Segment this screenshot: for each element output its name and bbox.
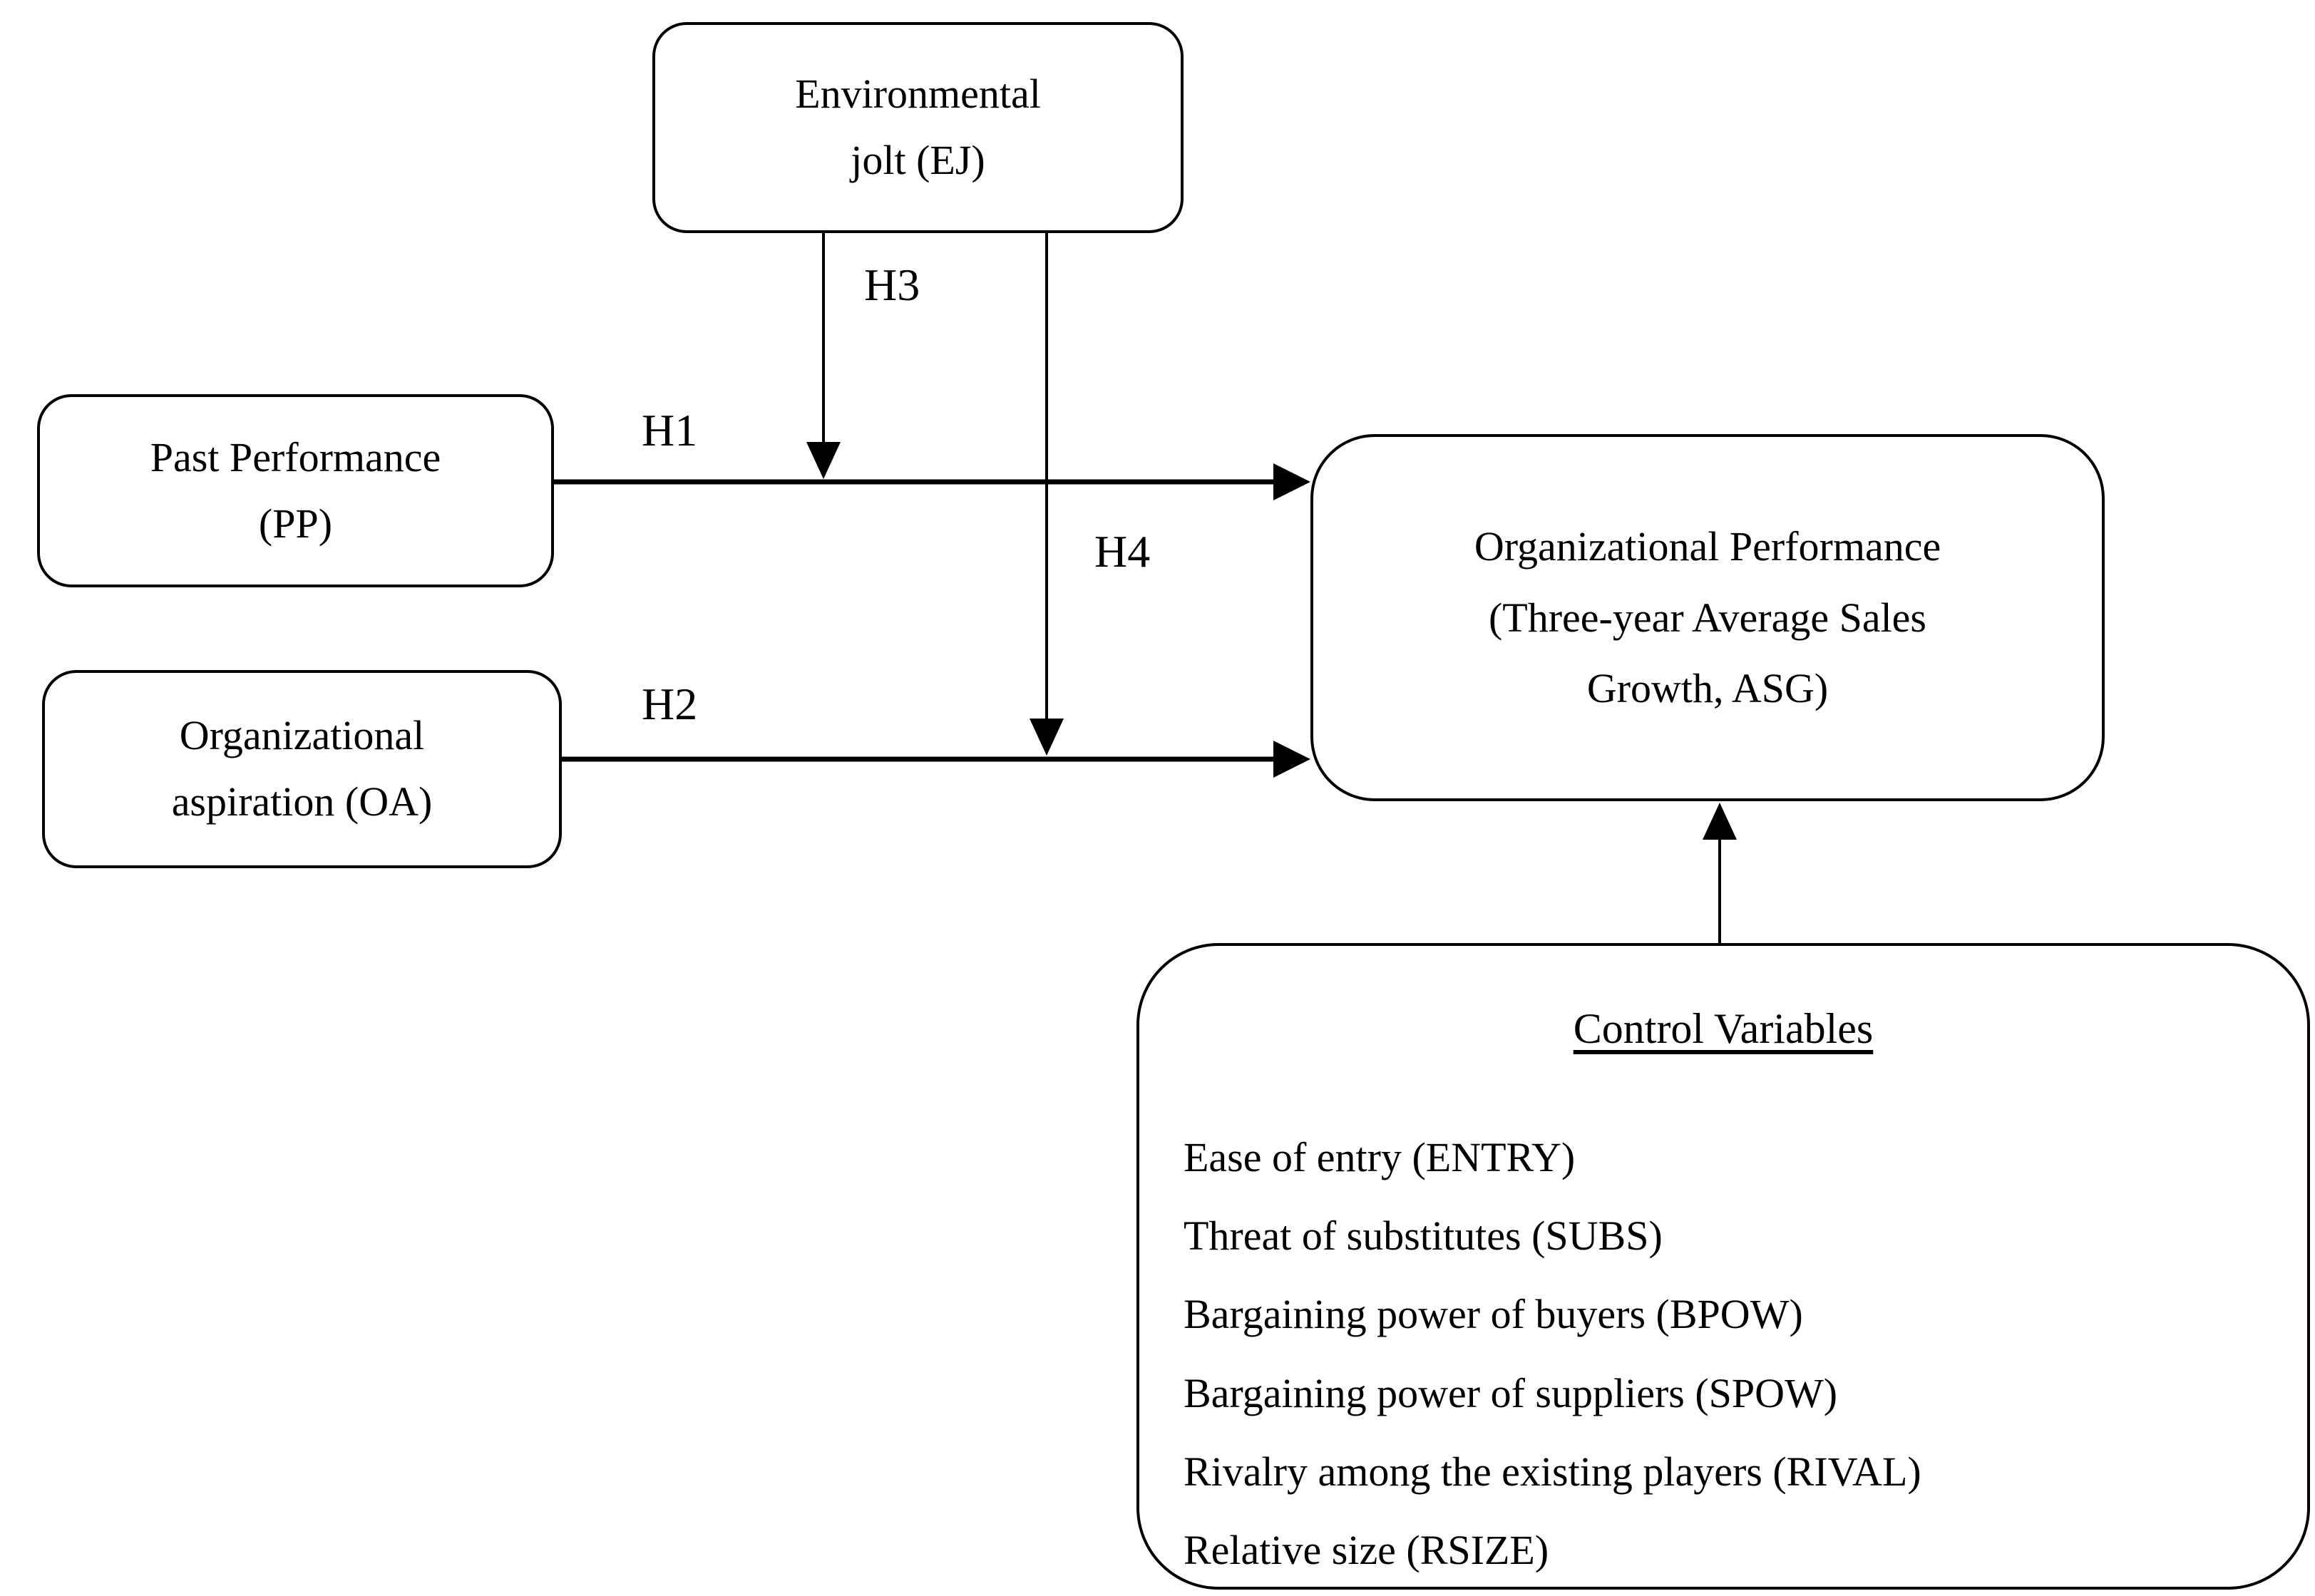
arrow-h2-head	[1273, 741, 1310, 778]
box-environmental-jolt: Environmental jolt (EJ)	[652, 22, 1184, 233]
label-h1: H1	[642, 405, 698, 455]
organizational-aspiration-label-line-1: Organizational	[179, 712, 425, 759]
control-variable-item-entry: Ease of entry (ENTRY)	[1184, 1134, 1576, 1180]
label-h3: H3	[864, 259, 920, 310]
label-h2: H2	[642, 679, 698, 729]
box-organizational-performance: Organizational Performance (Three-year A…	[1310, 434, 2105, 801]
control-variable-item-spow: Bargaining power of suppliers (SPOW)	[1184, 1369, 1838, 1416]
box-organizational-aspiration: Organizational aspiration (OA)	[42, 670, 562, 868]
arrow-h3-head	[806, 442, 841, 479]
past-performance-label-line-2: (PP)	[258, 500, 333, 547]
control-variable-item-rsize: Relative size (RSIZE)	[1184, 1526, 1549, 1573]
environmental-jolt-label-line-2: jolt (EJ)	[851, 137, 985, 183]
box-past-performance: Past Performance (PP)	[37, 394, 554, 587]
control-variables-title: Control Variables	[1573, 1005, 1874, 1052]
environmental-jolt-label-line-1: Environmental	[795, 71, 1041, 118]
control-variable-item-subs: Threat of substitutes (SUBS)	[1184, 1213, 1663, 1260]
organizational-performance-label-line-3: Growth, ASG)	[1586, 665, 1829, 712]
organizational-aspiration-label-line-2: aspiration (OA)	[171, 778, 433, 825]
control-variable-item-bpow: Bargaining power of buyers (BPOW)	[1184, 1291, 1803, 1338]
box-control-variables: Control Variables Ease of entry (ENTRY) …	[1136, 943, 2310, 1590]
arrow-controls-head	[1703, 803, 1737, 840]
organizational-performance-label-line-1: Organizational Performance	[1474, 522, 1941, 570]
label-h4: H4	[1094, 526, 1151, 577]
arrow-h1-head	[1273, 463, 1310, 500]
past-performance-label-line-1: Past Performance	[150, 433, 441, 480]
arrow-h4-head	[1030, 719, 1064, 756]
organizational-performance-label-line-2: (Three-year Average Sales	[1488, 594, 1926, 641]
control-variables-list: Ease of entry (ENTRY) Threat of substitu…	[1139, 1118, 2307, 1590]
control-variable-item-rival: Rivalry among the existing players (RIVA…	[1184, 1448, 1921, 1495]
